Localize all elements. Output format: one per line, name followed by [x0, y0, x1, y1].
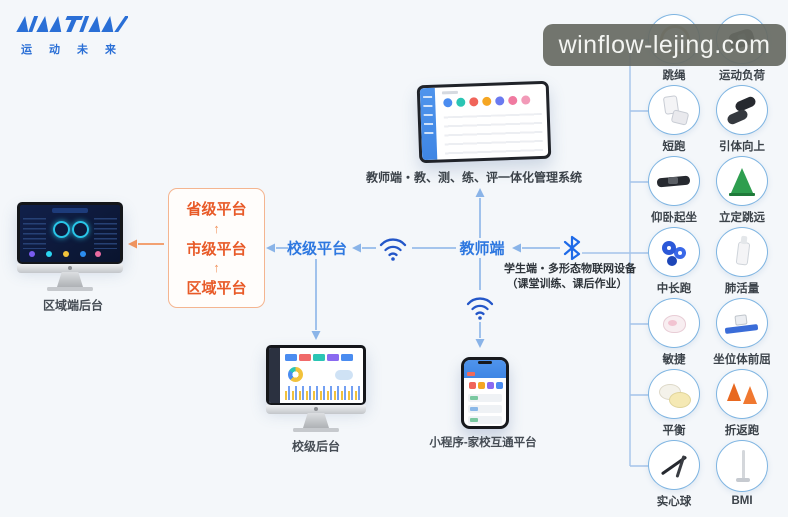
arrowhead-left-orange [128, 239, 137, 249]
platform-level-box: 省级平台 ↑ 市级平台 ↑ 区域平台 [168, 188, 265, 308]
medicine-ball-icon [648, 440, 700, 490]
wifi-icon [379, 238, 407, 261]
stat-cards [285, 354, 297, 361]
agility-icon [648, 298, 700, 348]
tablet-app-icons [443, 98, 453, 108]
monitor-screen [266, 345, 366, 405]
student-device-caption-line2: （课堂训练、课后作业） [506, 278, 628, 290]
brand-logo: 运动未来 [16, 14, 136, 57]
device-label: 跳绳 [662, 70, 686, 82]
arrowhead-left [266, 243, 275, 253]
device-label: BMI [731, 495, 753, 507]
bmi-icon [716, 440, 768, 492]
tablet-screen [419, 83, 549, 161]
device-label: 短跑 [662, 141, 686, 153]
device-item-balance: 平衡 [641, 367, 707, 438]
monitor-screen [17, 202, 123, 264]
device-label: 平衡 [662, 425, 686, 437]
bar-chart [285, 384, 360, 400]
sit-reach-icon [716, 298, 768, 348]
school-platform-node: 校级平台 [286, 240, 348, 258]
arrowhead-down [311, 331, 321, 340]
arrowhead-up [475, 188, 485, 197]
device-item-long-run: 中长跑 [641, 225, 707, 296]
regional-backend-label: 区域端后台 [42, 298, 104, 313]
lung-capacity-icon [716, 227, 768, 277]
brand-logomark [16, 16, 130, 32]
device-item-sit-up: 仰卧起坐 [641, 154, 707, 225]
arrowhead-down [475, 339, 485, 348]
sprint-icon [648, 85, 700, 135]
device-label: 折返跑 [724, 425, 760, 437]
city-platform-label: 市级平台 [186, 240, 247, 258]
bluetooth-icon [563, 235, 581, 261]
device-label: 实心球 [656, 496, 692, 508]
device-item-standing-jump: 立定跳远 [709, 154, 775, 225]
province-platform-label: 省级平台 [186, 201, 247, 218]
up-arrow-icon: ↑ [213, 220, 220, 236]
miniprogram-label: 小程序-家校互通平台 [429, 437, 537, 449]
device-label: 肺活量 [724, 283, 760, 295]
device-label: 运动负荷 [719, 70, 765, 82]
device-grid: 跳绳 运动负荷短跑 引体向上仰卧起坐 立定跳远中长跑 肺活量敏捷 坐位体前屈平衡 折返跑实心… [641, 12, 781, 509]
phone-list-rows [468, 394, 502, 402]
phone-screen [464, 360, 506, 426]
device-item-bmi: BMI [709, 438, 775, 509]
phone-app-icons [469, 382, 476, 389]
device-label: 中长跑 [656, 283, 692, 295]
school-backend-label: 校级后台 [291, 439, 341, 454]
long-run-icon [648, 227, 700, 277]
pull-up-icon [716, 85, 768, 135]
device-item-medicine-ball: 实心球 [641, 438, 707, 509]
shuttle-run-icon [716, 369, 768, 419]
device-item-agility: 敏捷 [641, 296, 707, 367]
device-label: 立定跳远 [719, 212, 765, 224]
regional-backend-monitor [17, 202, 123, 291]
wifi-icon [466, 297, 494, 320]
device-label: 仰卧起坐 [651, 212, 697, 224]
student-device-caption-line1: 学生端・多形态物联网设备 [504, 263, 636, 275]
miniprogram-phone [461, 357, 509, 429]
device-label: 坐位体前屈 [713, 354, 771, 366]
device-item-sit-reach: 坐位体前屈 [709, 296, 775, 367]
device-label: 敏捷 [662, 354, 686, 366]
tablet-caption: 教师端・教、测、练、评一体化管理系统 [365, 170, 583, 185]
standing-jump-icon [716, 156, 768, 206]
district-platform-label: 区域平台 [186, 280, 247, 297]
device-item-shuttle-run: 折返跑 [709, 367, 775, 438]
device-item-pull-up: 引体向上 [709, 83, 775, 154]
teacher-tablet [416, 80, 552, 164]
school-backend-monitor [266, 345, 366, 432]
up-arrow-icon: ↑ [213, 260, 220, 276]
device-label: 引体向上 [719, 141, 765, 153]
device-item-lung-capacity: 肺活量 [709, 225, 775, 296]
balance-icon [648, 369, 700, 419]
watermark-text: winflow-lejing.com [558, 30, 771, 59]
device-item-sprint: 短跑 [641, 83, 707, 154]
sit-up-icon [648, 156, 700, 206]
watermark: winflow-lejing.com [543, 24, 786, 66]
brand-text: 运动未来 [21, 44, 133, 56]
arrowhead-left [512, 243, 521, 253]
donut-chart [288, 367, 303, 382]
arrowhead-left [352, 243, 361, 253]
teacher-node: 教师端 [459, 240, 505, 258]
